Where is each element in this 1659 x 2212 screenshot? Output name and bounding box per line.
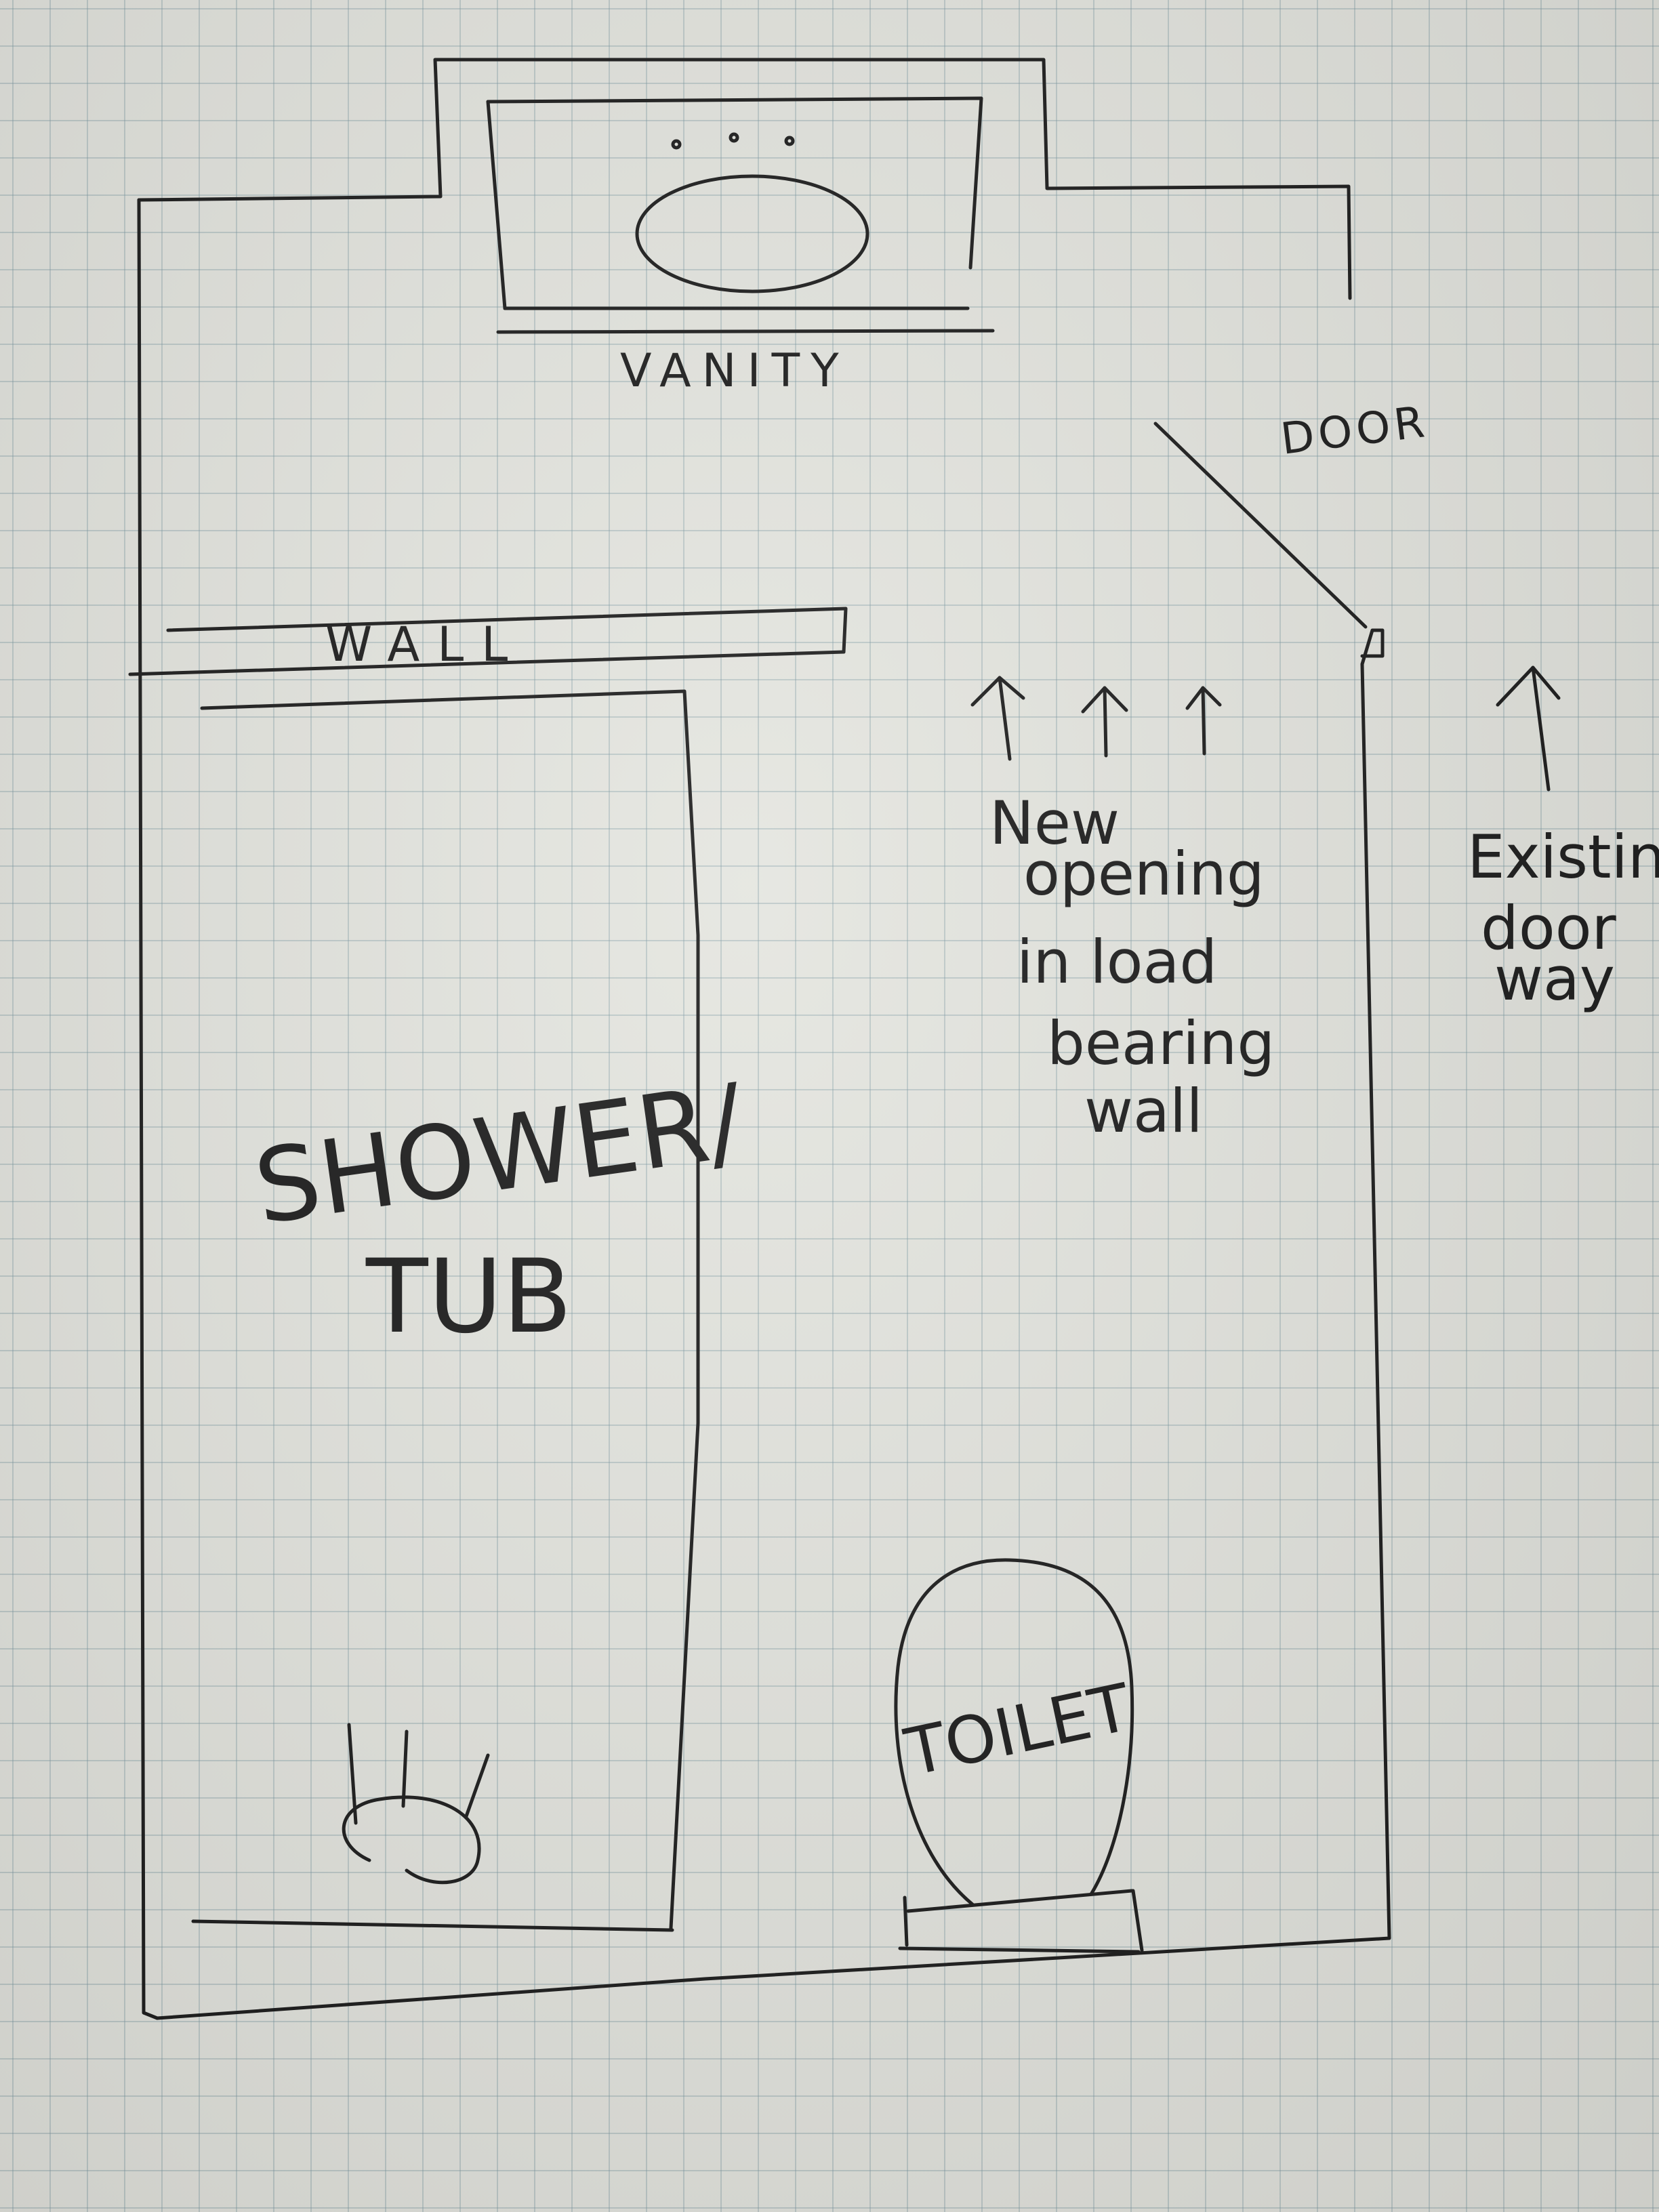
shower-spray-icon [347,1723,358,1825]
existing-doorway-note: Existin door way [1467,822,1659,1014]
shower-tub-label: SHOWER/ [248,1063,751,1248]
note-line: door [1481,893,1617,963]
faucet-handle-icon [784,136,795,146]
arrow-up-icon [1081,686,1128,758]
note-line: bearing [1047,1008,1275,1078]
door-swing [1153,422,1368,629]
note-line: way [1494,944,1615,1014]
arrow-up-icon [1185,686,1222,756]
drain-icon [342,1795,481,1885]
new-opening-note: New opening in load bearing wall [989,788,1275,1146]
shower-spray-icon [464,1753,490,1818]
toilet-label: TOILET [899,1669,1138,1791]
arrow-up-icon [1496,665,1561,792]
note-line: in load [1017,927,1217,997]
note-line: New [989,788,1120,858]
vanity [486,96,995,334]
faucet-spout-icon [729,132,739,143]
toilet-bowl-icon [894,1558,1134,1906]
new-opening-arrows [970,676,1222,761]
sink-basin-icon [635,174,869,293]
wall-label: WALL [325,617,525,672]
toilet [894,1558,1144,1954]
door-label: DOOR [1278,397,1431,465]
note-line: wall [1084,1076,1203,1146]
vanity-label: VANITY [620,344,850,398]
shower-spray-icon [401,1729,409,1808]
note-line: Existin [1467,822,1659,892]
note-line: opening [1023,839,1265,909]
shower-tub [191,689,700,1932]
faucet-handle-icon [671,139,682,150]
arrow-up-icon [970,676,1025,761]
shower-tub-label: TUB [365,1238,572,1356]
interior-wall [128,607,848,676]
outer-walls [137,58,1391,2020]
